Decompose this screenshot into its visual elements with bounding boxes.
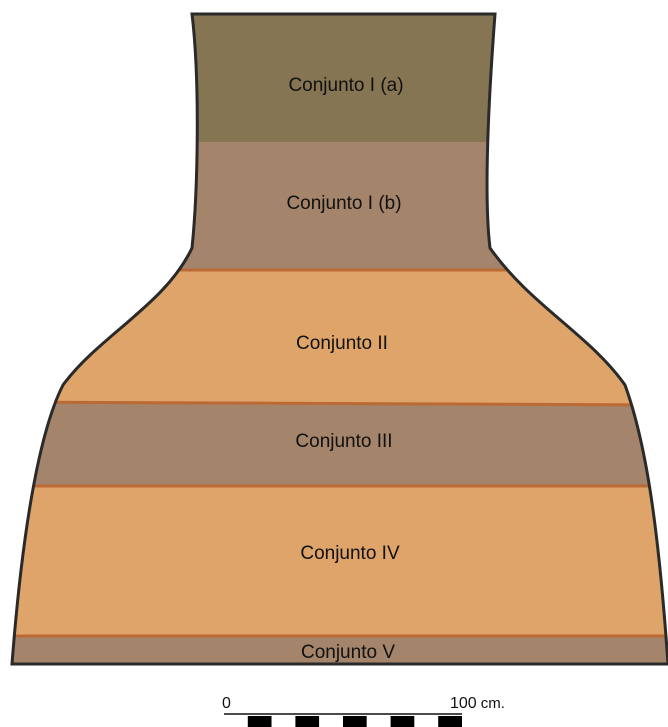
label-conjunto-i-a: Conjunto I (a) (288, 75, 403, 96)
scale-segment (367, 716, 391, 727)
scale-segment (343, 716, 367, 727)
scale-segment (319, 716, 343, 727)
scale-end-value: 100 (450, 695, 477, 712)
scale-segment (224, 716, 248, 727)
scale-unit-label: cm. (481, 695, 505, 712)
scale-segment (272, 716, 296, 727)
label-conjunto-i-b: Conjunto I (b) (286, 193, 401, 214)
scale-segment (391, 716, 415, 727)
scale-segment (438, 716, 462, 727)
scale-start-label: 0 (222, 695, 231, 712)
scale-segment (295, 716, 319, 727)
label-conjunto-iv: Conjunto IV (300, 543, 400, 564)
scale-segment (248, 716, 272, 727)
label-conjunto-ii: Conjunto II (296, 333, 388, 354)
scale-segment (414, 716, 438, 727)
label-conjunto-iii: Conjunto III (295, 431, 392, 452)
label-conjunto-v: Conjunto V (301, 642, 395, 663)
scale-bar-segments (224, 716, 462, 727)
